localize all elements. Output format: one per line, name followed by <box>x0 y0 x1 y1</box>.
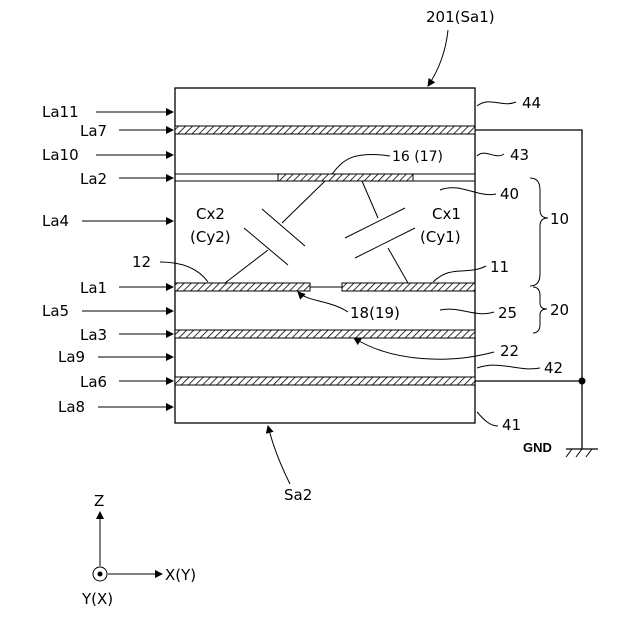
leader-41 <box>477 412 498 426</box>
ref-25: 25 <box>498 304 517 322</box>
cx2-wire-upper <box>282 181 325 223</box>
leader-11 <box>433 266 486 282</box>
ref-12: 12 <box>132 253 151 271</box>
leader-16 <box>332 154 390 174</box>
layer-label-la3: La3 <box>80 326 107 344</box>
layer-label-la10: La10 <box>42 146 79 164</box>
ref-41: 41 <box>502 416 521 434</box>
ground-symbol-tick-2 <box>576 449 582 457</box>
cx1-plate-lower <box>355 228 415 258</box>
ground-layer-la6 <box>175 377 475 385</box>
ground-layer-la3 <box>175 330 475 338</box>
ground-wire <box>475 130 582 449</box>
ground-symbol-tick-3 <box>586 449 592 457</box>
ref-22: 22 <box>500 342 519 360</box>
top-label: 201(Sa1) <box>426 8 495 26</box>
leader-25 <box>440 309 494 314</box>
cx1-label: Cx1 <box>432 205 461 223</box>
leader-18 <box>298 292 348 312</box>
layer-label-la5: La5 <box>42 302 69 320</box>
ref-10: 10 <box>550 210 569 228</box>
ref-20: 20 <box>550 301 569 319</box>
x-axis-label: X(Y) <box>165 566 196 584</box>
cx2-plate-upper <box>262 209 305 246</box>
ref-44: 44 <box>522 94 541 112</box>
ground-layer-la7 <box>175 126 475 134</box>
electrode-16 <box>278 174 413 181</box>
cx2-wire-lower <box>225 250 268 283</box>
leader-42 <box>477 365 540 369</box>
bottom-label: Sa2 <box>284 486 312 504</box>
layer-label-la9: La9 <box>58 348 85 366</box>
cx1-plate-upper <box>345 208 405 238</box>
ref-18-19: 18(19) <box>350 304 400 322</box>
leader-12 <box>160 262 208 282</box>
layer-label-la2: La2 <box>80 170 107 188</box>
y-axis-origin-dot <box>98 572 103 577</box>
layer-label-la8: La8 <box>58 398 85 416</box>
top-label-leader <box>428 30 448 86</box>
leader-44 <box>477 102 516 106</box>
substrate-box <box>175 88 475 423</box>
brace-10 <box>530 178 548 286</box>
ground-symbol-tick-1 <box>566 449 572 457</box>
cx2-label: Cx2 <box>196 205 225 223</box>
layer-label-la7: La7 <box>80 122 107 140</box>
cx2-plate-lower <box>244 228 288 265</box>
layer-label-la1: La1 <box>80 279 107 297</box>
ref-43: 43 <box>510 146 529 164</box>
brace-20 <box>533 287 547 333</box>
leader-22 <box>354 338 494 359</box>
electrode-12 <box>175 283 310 291</box>
cy2-label: (Cy2) <box>190 228 231 246</box>
bottom-label-leader <box>268 426 290 484</box>
layer-label-la11: La11 <box>42 103 79 121</box>
z-axis-label: Z <box>94 492 104 510</box>
ref-11: 11 <box>490 258 509 276</box>
cy1-label: (Cy1) <box>420 228 461 246</box>
layer-label-la4: La4 <box>42 212 69 230</box>
leader-43 <box>477 153 504 156</box>
ref-16-17: 16 (17) <box>392 149 443 165</box>
ground-junction-dot <box>579 378 586 385</box>
cx1-wire-upper <box>362 181 378 218</box>
y-axis-label: Y(X) <box>81 590 113 608</box>
ref-40: 40 <box>500 185 519 203</box>
layer-label-la6: La6 <box>80 373 107 391</box>
gnd-label: GND <box>523 440 552 455</box>
electrode-11 <box>342 283 475 291</box>
cx1-wire-lower <box>388 248 408 283</box>
leader-40 <box>440 188 496 195</box>
ref-42: 42 <box>544 359 563 377</box>
